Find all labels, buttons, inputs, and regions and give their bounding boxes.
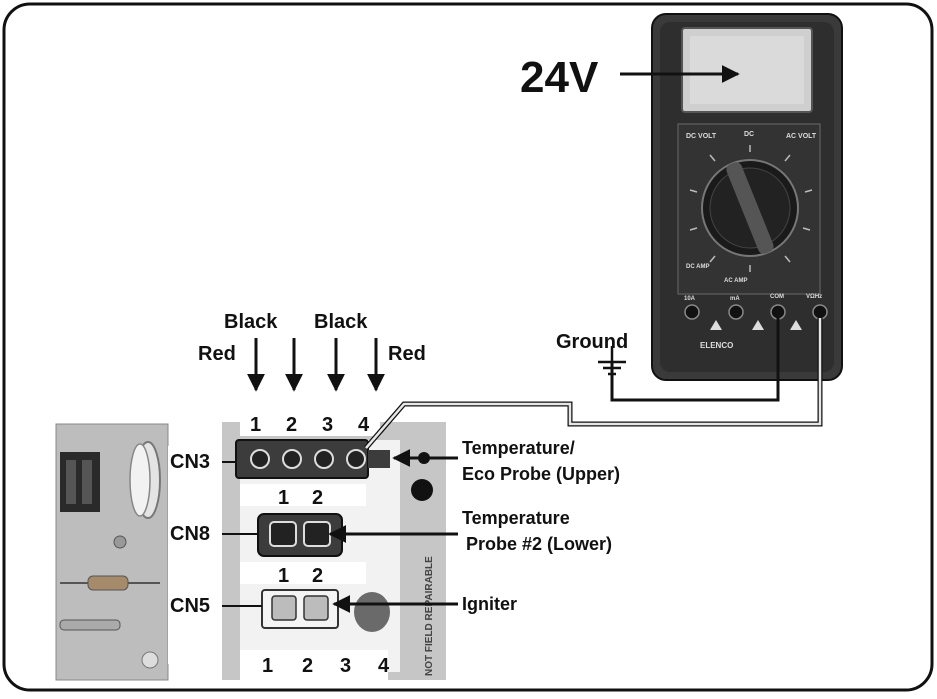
cn8-pin-label-2: 2 xyxy=(312,487,323,509)
meter-brand: ELENCO xyxy=(700,341,733,350)
connector-label-cn3: CN3 xyxy=(170,451,210,473)
board-warning-text: NOT FIELD REPAIRABLE xyxy=(424,556,435,676)
jack-vohm xyxy=(813,305,827,319)
cn3-pin-label-2: 2 xyxy=(286,414,297,436)
wire-color-2: Black xyxy=(224,311,278,333)
cn8-pin-label-1: 1 xyxy=(278,487,289,509)
jack-label-com: COM xyxy=(770,294,784,300)
cn3-pin-3 xyxy=(315,450,333,468)
callout-lower-probe-line-2: Probe #2 (Lower) xyxy=(466,534,612,554)
cn3-pin-label-1: 1 xyxy=(250,414,261,436)
cn3-pin-4 xyxy=(347,450,365,468)
meter-label-acamp: AC AMP xyxy=(724,278,747,284)
jack-label-ma: mA xyxy=(730,296,740,302)
cn3-pin-1 xyxy=(251,450,269,468)
cn3-pin-label-3: 3 xyxy=(322,414,333,436)
bottom-pin-label-3: 3 xyxy=(340,655,351,677)
meter-label-dc: DC xyxy=(744,131,754,138)
wire-color-3: Black xyxy=(314,311,368,333)
mount-hole xyxy=(411,479,433,501)
cn3-pin-label-4: 4 xyxy=(358,414,370,436)
cn5-pin-2 xyxy=(304,596,328,620)
multimeter: DC VOLT DC AC VOLT DC AMP AC AMP 10A mA … xyxy=(652,14,842,380)
cn8-pin-2 xyxy=(304,522,330,546)
meter-label-dcamp: DC AMP xyxy=(686,264,709,270)
wire-color-1: Red xyxy=(198,343,236,365)
meter-label-acvolt: AC VOLT xyxy=(786,133,817,140)
meter-reading: 24V xyxy=(520,53,599,102)
cn8-pin-1 xyxy=(270,522,296,546)
cn5-pin-1 xyxy=(272,596,296,620)
bottom-pin-label-2: 2 xyxy=(302,655,313,677)
callout-lower-probe-line-1: Temperature xyxy=(462,508,570,528)
connector-label-cn8: CN8 xyxy=(170,523,210,545)
bottom-pin-label-4: 4 xyxy=(378,655,390,677)
meter-label-dcvolt: DC VOLT xyxy=(686,133,717,140)
cn3-pin-2 xyxy=(283,450,301,468)
callout-upper-probe-line-2: Eco Probe (Upper) xyxy=(462,464,620,484)
cn5-pin-label-1: 1 xyxy=(278,565,289,587)
jack-10a xyxy=(685,305,699,319)
wire-color-4: Red xyxy=(388,343,426,365)
bottom-pin-label-1: 1 xyxy=(262,655,273,677)
cn5-pin-label-2: 2 xyxy=(312,565,323,587)
jack-ma xyxy=(729,305,743,319)
connector-cn8 xyxy=(258,514,342,556)
jack-label-10a: 10A xyxy=(684,296,696,302)
callout-upper-probe-line-1: Temperature/ xyxy=(462,438,575,458)
callout-igniter: Igniter xyxy=(462,594,517,614)
ground-label: Ground xyxy=(556,331,628,353)
resistor-component xyxy=(88,576,128,590)
jack-com xyxy=(771,305,785,319)
jack-label-vohm: VΩHz xyxy=(806,294,822,300)
capacitor-component xyxy=(354,592,390,632)
connector-cn5 xyxy=(262,590,338,628)
connector-label-cn5: CN5 xyxy=(170,595,210,617)
